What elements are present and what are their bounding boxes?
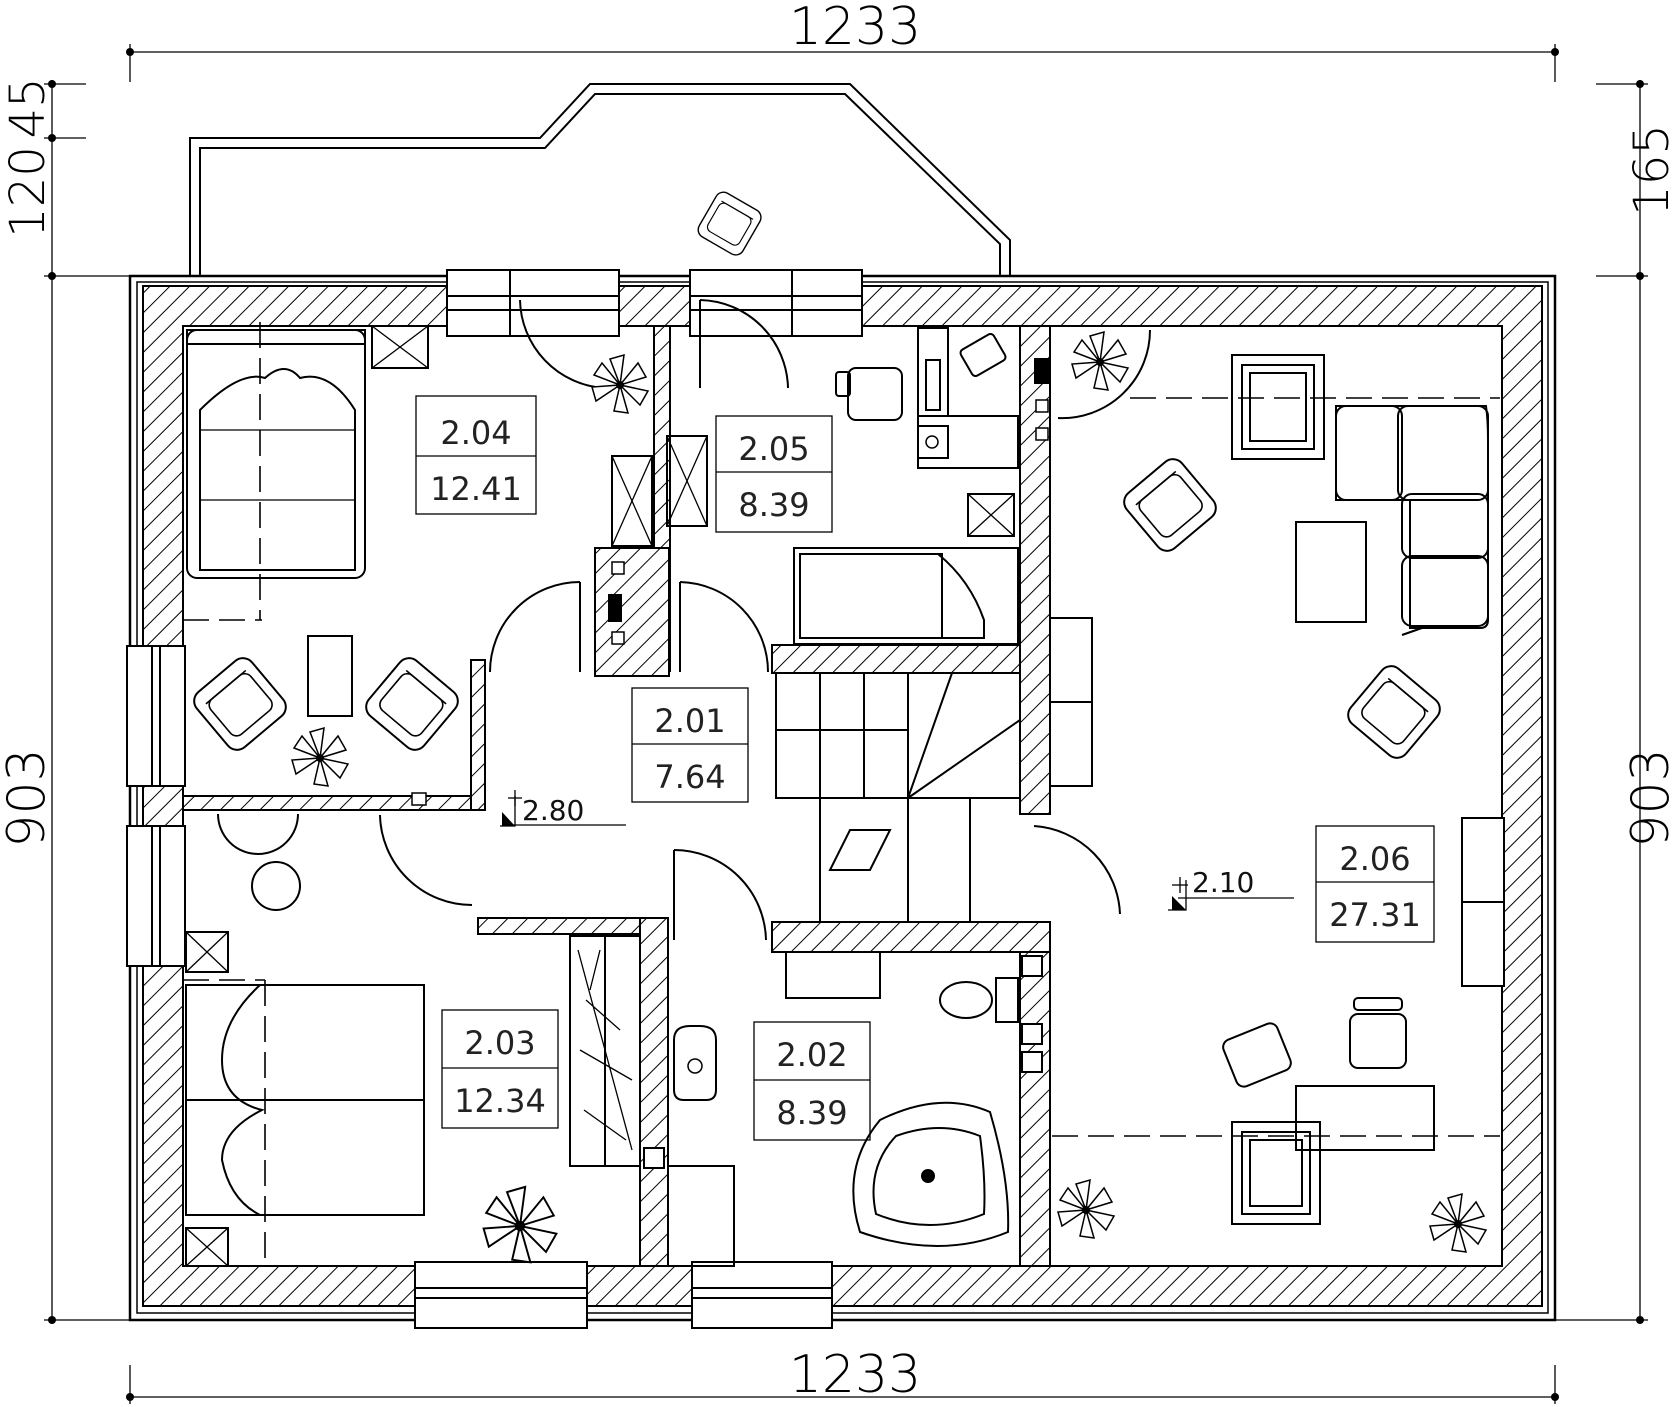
- room-label-2-05: 2.05 8.39: [715, 415, 833, 533]
- dim-top-width: 1233: [789, 0, 921, 57]
- room-label-2-04: 2.04 12.41: [415, 395, 537, 515]
- room-area: 7.64: [654, 758, 725, 796]
- internal-walls: [182, 325, 1051, 1267]
- dimension-lines: [44, 44, 1648, 1404]
- room-label-2-03: 2.03 12.34: [441, 1009, 559, 1129]
- level-mark-living: 2.10: [1172, 866, 1294, 899]
- room-number: 2.02: [776, 1036, 847, 1074]
- room-number: 2.03: [464, 1024, 535, 1062]
- dim-right-upper: 165: [1624, 124, 1679, 216]
- windows: [126, 269, 1505, 1329]
- level-mark-hall: 2.80: [508, 790, 626, 827]
- dim-left-upper-b: 45: [0, 77, 56, 138]
- room-2-05-furniture: [666, 188, 1050, 645]
- room-number: 2.05: [738, 430, 809, 468]
- doors: [217, 299, 1152, 941]
- room-number: 2.04: [440, 414, 511, 452]
- room-area: 8.39: [776, 1094, 847, 1132]
- room-area: 8.39: [738, 486, 809, 524]
- dim-bottom-width: 1233: [789, 1345, 921, 1405]
- room-2-02-furniture: [667, 951, 1043, 1267]
- room-2-03-furniture: [183, 861, 665, 1267]
- room-2-04-furniture: [183, 322, 653, 806]
- dim-left-upper-a: 120: [0, 146, 56, 238]
- room-label-2-02: 2.02 8.39: [753, 1021, 871, 1141]
- balcony-outline: [189, 83, 1011, 276]
- room-label-2-06: 2.06 27.31: [1315, 825, 1435, 943]
- room-2-06-furniture: [500, 331, 1500, 1253]
- room-number: 2.06: [1339, 840, 1410, 878]
- room-area: 12.34: [454, 1082, 546, 1120]
- room-number: 2.01: [654, 702, 725, 740]
- dim-right-height: 903: [1621, 748, 1679, 847]
- room-area: 27.31: [1329, 896, 1421, 934]
- staircase: [775, 672, 1021, 923]
- dim-left-height: 903: [0, 748, 57, 847]
- level-marks: 2.80 2.10: [508, 790, 1294, 899]
- room-area: 12.41: [430, 470, 522, 508]
- room-labels: 2.04 12.41 2.05 8.39 2.01 7.64 2.03 12.3…: [415, 395, 1435, 1141]
- level-label: 2.10: [1192, 866, 1254, 899]
- room-label-2-01: 2.01 7.64: [631, 687, 749, 803]
- level-label: 2.80: [522, 794, 584, 827]
